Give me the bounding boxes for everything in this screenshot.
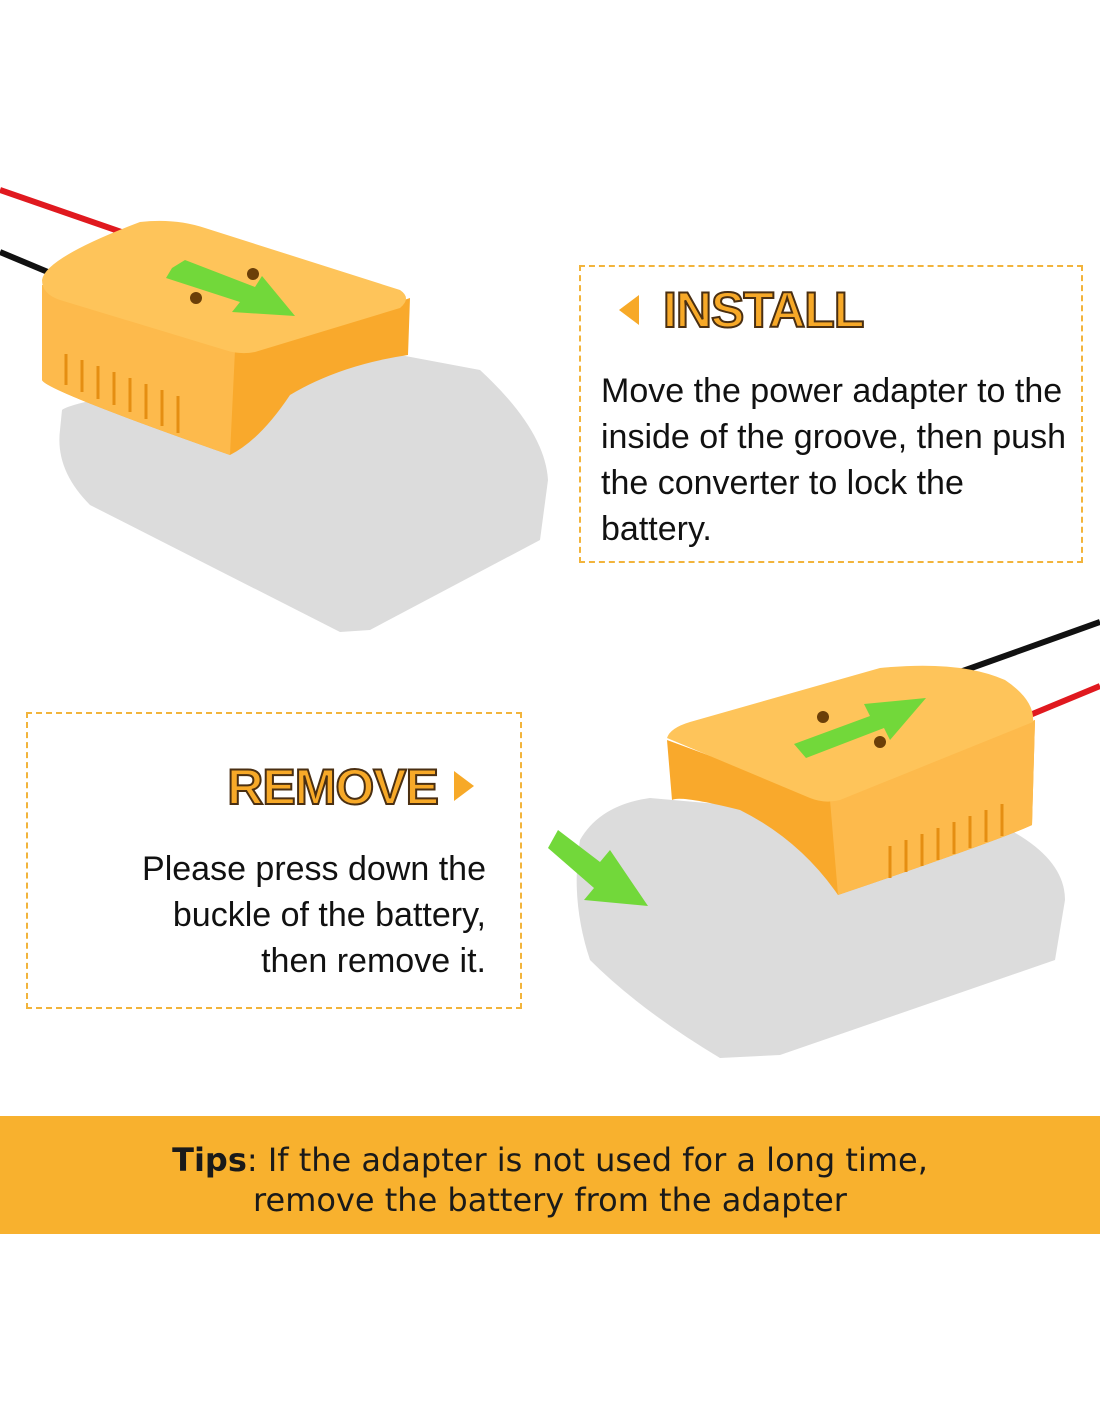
tips-text-1: : If the adapter is not used for a long …	[246, 1141, 928, 1179]
install-panel: INSTALL Move the power adapter to the in…	[579, 265, 1083, 563]
arrow-icon	[794, 698, 926, 758]
product-illustration	[0, 187, 1100, 1058]
remove-panel: REMOVE Please press down the buckle of t…	[26, 712, 522, 1009]
remove-description: Please press down the buckle of the batt…	[26, 846, 486, 984]
tips-banner: Tips: If the adapter is not used for a l…	[0, 1116, 1100, 1234]
remove-line: buckle of the battery,	[172, 896, 486, 934]
install-title: INSTALL	[662, 281, 865, 339]
triangle-right-icon	[454, 771, 474, 801]
remove-line: then remove it.	[261, 942, 486, 980]
battery-shape	[576, 798, 1065, 1058]
remove-title: REMOVE	[226, 758, 440, 816]
install-illustration	[0, 187, 548, 632]
press-arrow-icon	[548, 830, 648, 906]
remove-line: Please press down the	[142, 850, 486, 888]
remove-illustration	[548, 619, 1100, 1058]
arrow-icon	[166, 260, 295, 316]
tips-label: Tips	[172, 1141, 247, 1179]
triangle-left-icon	[619, 295, 639, 325]
tips-text-2: remove the battery from the adapter	[253, 1181, 847, 1219]
tips-line-1: Tips: If the adapter is not used for a l…	[0, 1140, 1100, 1180]
install-description: Move the power adapter to the inside of …	[601, 372, 1066, 548]
